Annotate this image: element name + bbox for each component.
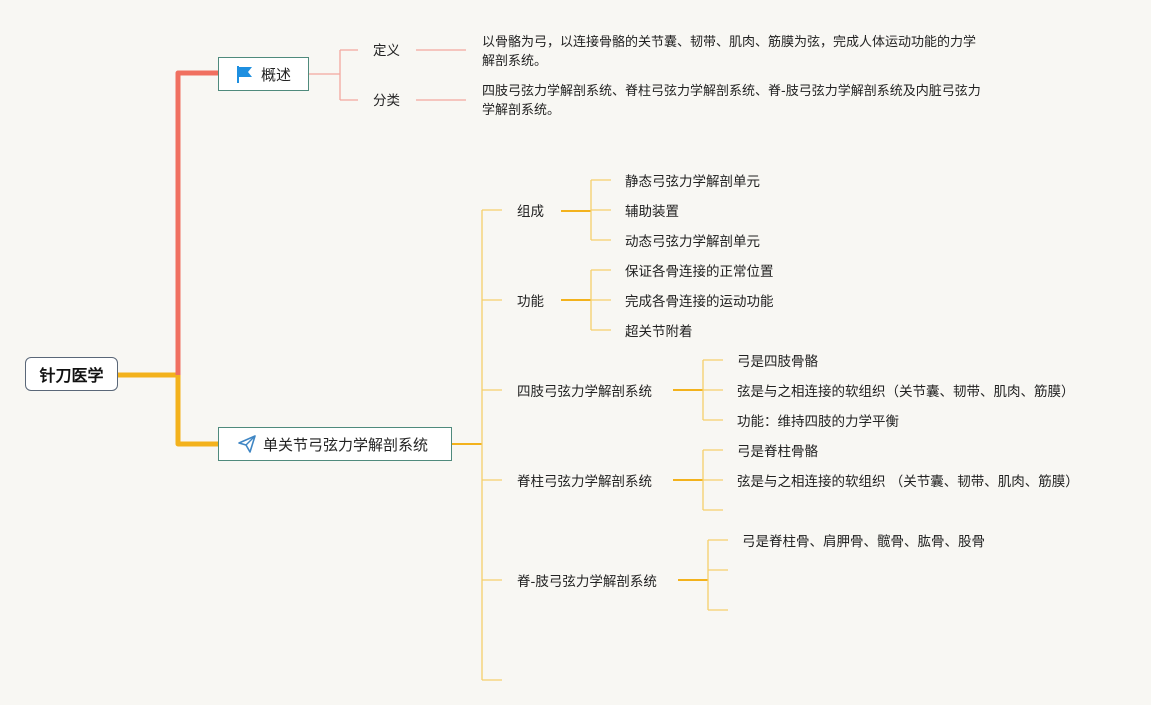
topic-overview[interactable]: 概述	[218, 57, 309, 91]
composition-item-dynamic-unit[interactable]: 动态弓弦力学解剖单元	[625, 234, 760, 250]
flag-icon	[235, 64, 255, 84]
topic-single-joint-system[interactable]: 单关节弓弦力学解剖系统	[218, 427, 452, 461]
spine-limb-item-bow[interactable]: 弓是脊柱骨、肩胛骨、髋骨、肱骨、股骨	[742, 534, 985, 550]
limb-item-function[interactable]: 功能：维持四肢的力学平衡	[737, 414, 899, 430]
group-composition-label[interactable]: 组成	[517, 204, 544, 220]
paper-plane-icon	[237, 434, 257, 454]
topic-overview-label: 概述	[261, 65, 292, 84]
branch-overview	[175, 70, 218, 375]
root-topic[interactable]: 针刀医学	[25, 357, 118, 391]
group-spine-system-label[interactable]: 脊柱弓弦力学解剖系统	[517, 474, 652, 490]
composition-item-static-unit[interactable]: 静态弓弦力学解剖单元	[625, 174, 760, 190]
spine-item-bow[interactable]: 弓是脊柱骨骼	[737, 444, 818, 460]
group-function-label[interactable]: 功能	[517, 294, 544, 310]
function-item-motion[interactable]: 完成各骨连接的运动功能	[625, 294, 774, 310]
limb-item-bow[interactable]: 弓是四肢骨骼	[737, 354, 818, 370]
overview-definition-label[interactable]: 定义	[373, 43, 400, 59]
overview-classification-text: 四肢弓弦力学解剖系统、脊柱弓弦力学解剖系统、脊-肢弓弦力学解剖系统及内脏弓弦力学…	[482, 84, 981, 118]
group-limb-system-label[interactable]: 四肢弓弦力学解剖系统	[517, 384, 652, 400]
overview-definition-text: 以骨骼为弓，以连接骨骼的关节囊、韧带、肌肉、筋膜为弦，完成人体运动功能的力学解剖…	[482, 35, 977, 69]
composition-item-auxiliary-device[interactable]: 辅助装置	[625, 204, 679, 220]
function-item-super-joint-attachment[interactable]: 超关节附着	[625, 324, 693, 340]
branch-single-joint-system	[175, 375, 218, 447]
spine-item-string[interactable]: 弦是与之相连接的软组织 （关节囊、韧带、肌肉、筋膜）	[737, 474, 1079, 490]
topic-single-joint-system-label: 单关节弓弦力学解剖系统	[263, 435, 429, 454]
overview-classification-label[interactable]: 分类	[373, 93, 400, 109]
group-spine-limb-system-label[interactable]: 脊-肢弓弦力学解剖系统	[517, 574, 657, 590]
limb-item-string[interactable]: 弦是与之相连接的软组织（关节囊、韧带、肌肉、筋膜）	[737, 384, 1075, 400]
function-item-normal-position[interactable]: 保证各骨连接的正常位置	[625, 264, 774, 280]
root-topic-label: 针刀医学	[39, 366, 104, 385]
